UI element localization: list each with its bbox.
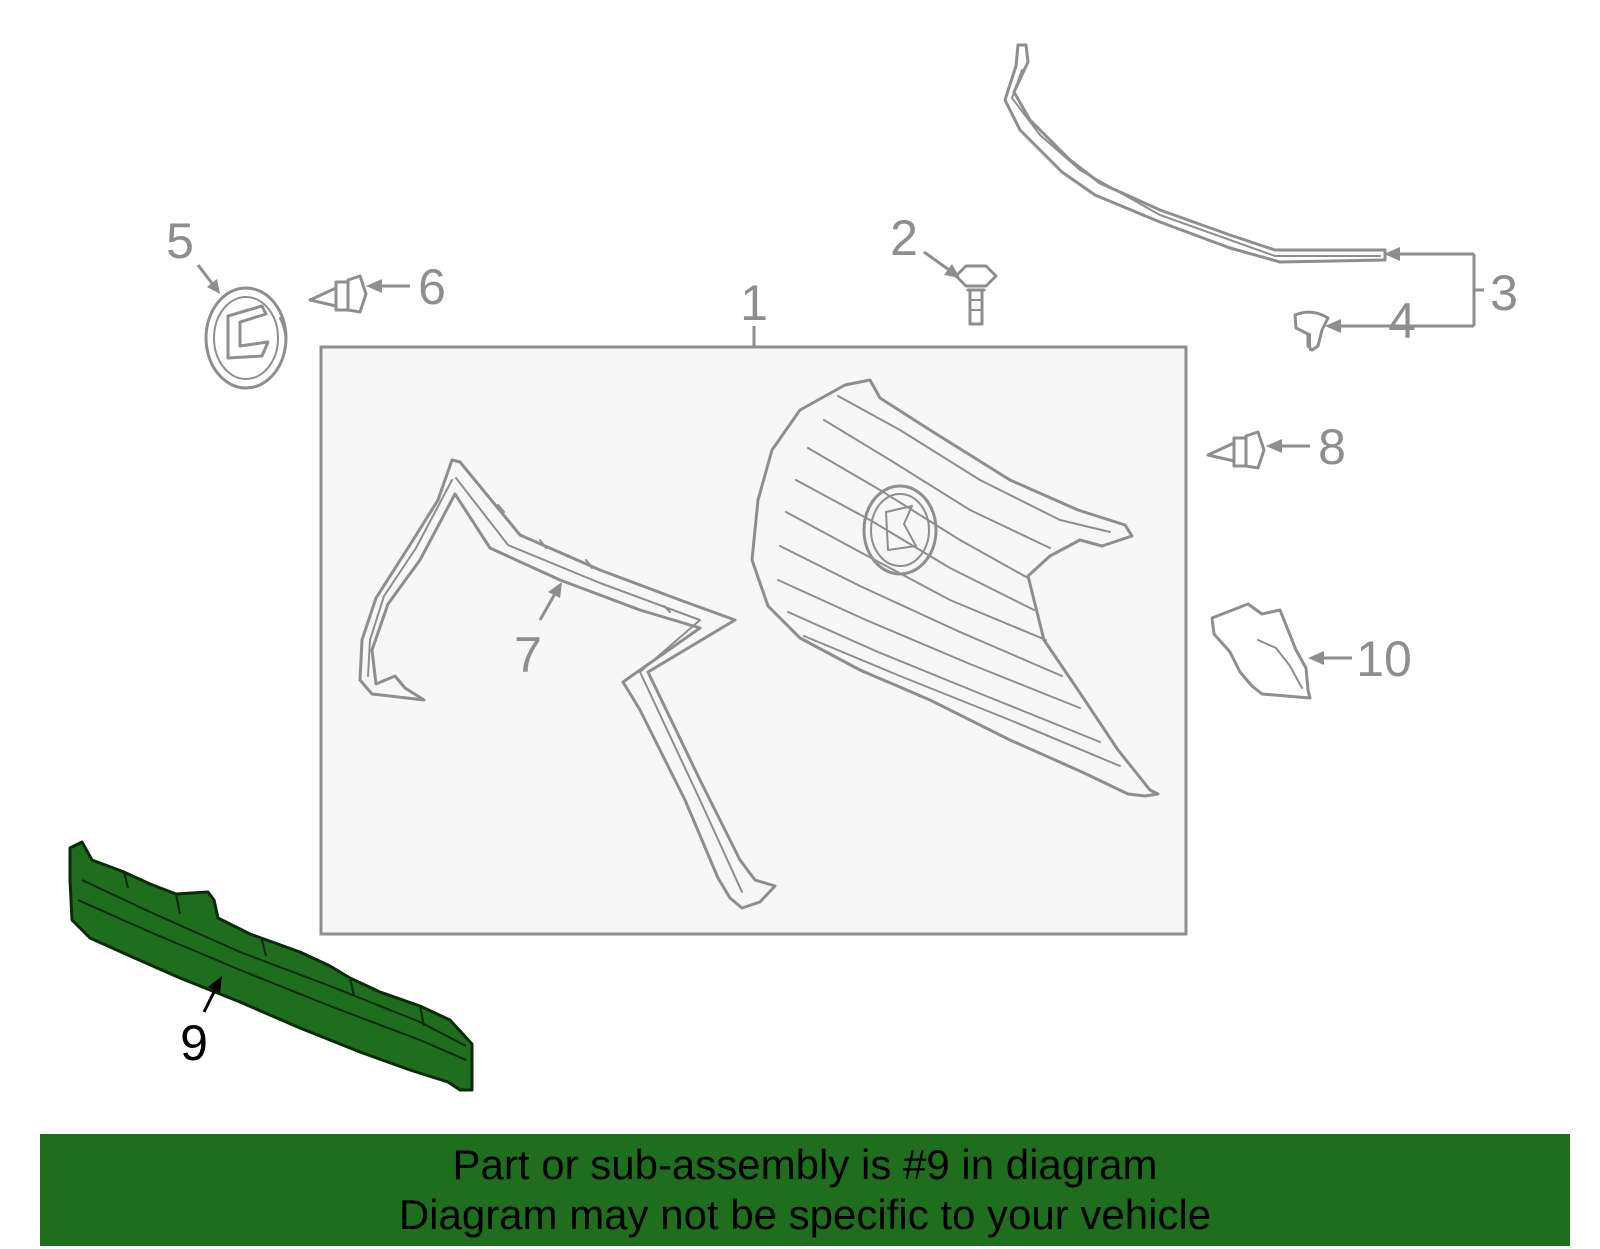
arrow-5 [207, 279, 220, 294]
callout-4: 4 [1388, 293, 1416, 349]
callout-1: 1 [740, 275, 768, 331]
assembly-box-1 [319, 345, 1188, 936]
arrow-9 [208, 976, 222, 993]
leader-9 [202, 987, 218, 1013]
arrow-6 [366, 279, 382, 293]
leader-5 [196, 264, 216, 287]
part-5-emblem [204, 286, 288, 390]
part-3-molding-strip [1003, 43, 1387, 264]
arrow-10 [1308, 651, 1324, 665]
info-banner: Part or sub-assembly is #9 in diagram Di… [40, 1134, 1570, 1246]
arrow-2 [944, 264, 960, 278]
part-4-clip [1293, 310, 1330, 352]
arrow-7 [548, 582, 562, 598]
callout-5: 5 [166, 213, 194, 269]
banner-line-2: Diagram may not be specific to your vehi… [398, 1191, 1212, 1238]
callout-7: 7 [514, 627, 542, 683]
part-10-bracket [1210, 602, 1312, 700]
callout-8: 8 [1318, 419, 1346, 475]
arrow-3 [1384, 247, 1400, 261]
part-2-bolt [954, 264, 998, 326]
callout-3: 3 [1490, 265, 1518, 321]
callout-6: 6 [418, 259, 446, 315]
part-1-grille [750, 378, 1160, 798]
arrow-4 [1325, 319, 1341, 333]
leader-7 [538, 591, 558, 621]
part-8-screw [1206, 430, 1266, 470]
arrow-8 [1266, 439, 1282, 453]
part-6-screw [308, 274, 368, 314]
banner-line-1: Part or sub-assembly is #9 in diagram [452, 1141, 1158, 1188]
callout-2: 2 [890, 210, 918, 266]
leader-2 [923, 250, 953, 274]
part-7-surround-molding [358, 458, 777, 910]
callout-10: 10 [1356, 631, 1412, 687]
part-9-highlighted-support [68, 840, 474, 1092]
callout-9: 9 [180, 1015, 208, 1071]
